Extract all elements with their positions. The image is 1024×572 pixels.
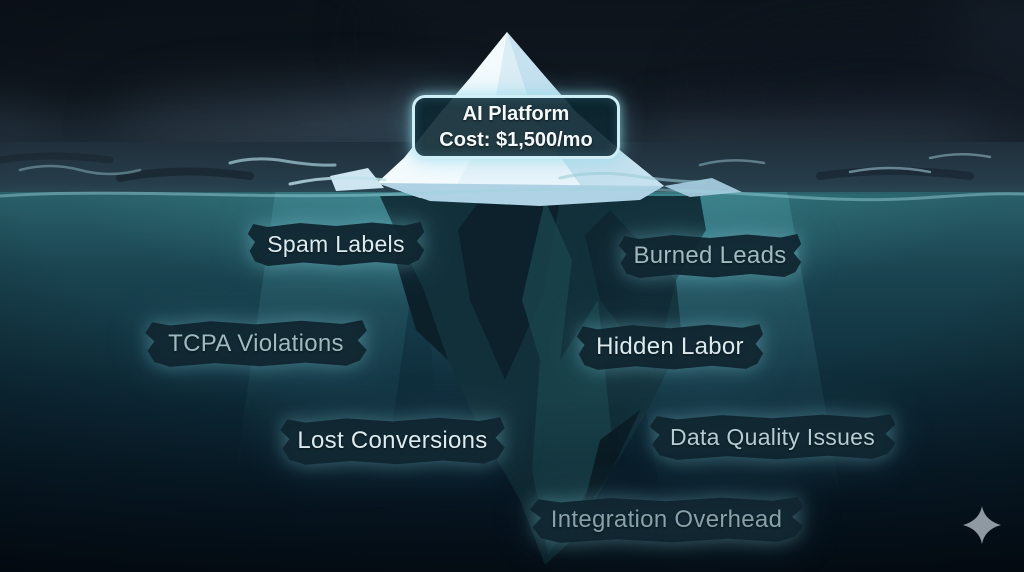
badge-shape: Burned Leads <box>618 234 802 278</box>
badge-shape: Data Quality Issues <box>649 414 896 460</box>
badge-shape: Integration Overhead <box>529 497 804 543</box>
badge-label: Burned Leads <box>633 242 787 269</box>
hidden-cost-badge-burned-leads: Burned Leads <box>617 231 803 281</box>
badge-shape: TCPA Violations <box>145 320 367 367</box>
badge-label: Data Quality Issues <box>669 423 876 450</box>
badge-label: Hidden Labor <box>596 333 744 360</box>
badge-label: Integration Overhead <box>550 506 783 533</box>
badge-label: TCPA Violations <box>168 329 344 357</box>
hidden-cost-badge-hidden-labor: Hidden Labor <box>575 321 765 373</box>
hidden-cost-badge-integration-overhead: Integration Overhead <box>527 494 806 546</box>
cost-card-amount: Cost: $1,500/mo <box>439 129 593 151</box>
badge-shape: Lost Conversions <box>280 417 505 465</box>
hidden-cost-badge-data-quality-issues: Data Quality Issues <box>647 411 898 463</box>
sparkle-icon <box>963 506 1001 544</box>
hidden-cost-badge-lost-conversions: Lost Conversions <box>278 414 507 468</box>
badge-label: Lost Conversions <box>297 427 488 454</box>
hidden-cost-badge-tcpa-violations: TCPA Violations <box>143 317 369 370</box>
hidden-cost-badge-spam-labels: Spam Labels <box>246 219 426 269</box>
badge-shape: Spam Labels <box>247 222 425 266</box>
badge-label: Spam Labels <box>267 230 405 257</box>
ai-platform-cost-card: AI Platform Cost: $1,500/mo <box>412 95 620 159</box>
cost-card-title: AI Platform <box>462 103 570 125</box>
badge-shape: Hidden Labor <box>576 324 764 370</box>
